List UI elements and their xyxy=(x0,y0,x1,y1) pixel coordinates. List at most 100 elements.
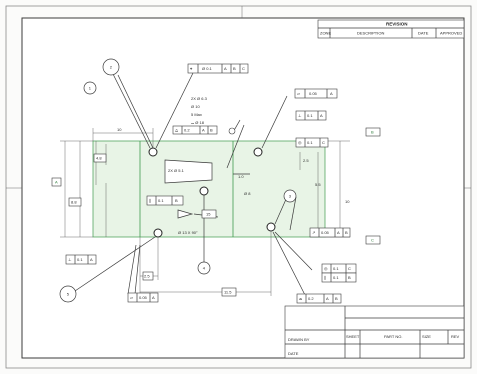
svg-text:0.2: 0.2 xyxy=(308,296,314,301)
svg-text:2: 2 xyxy=(110,65,113,70)
dim-side: 15 xyxy=(206,212,211,217)
svg-text:5: 5 xyxy=(67,292,70,297)
dimension-values: 10 4.8 8.8 1.0 2.5 5.5 10 2.5 11.5 15 xyxy=(68,127,350,297)
dimension-lines xyxy=(60,128,350,296)
svg-text:↗: ↗ xyxy=(312,230,315,235)
svg-text:C: C xyxy=(371,238,374,243)
leader-lines xyxy=(71,71,313,296)
fcf-flatness: ⏥ 0.05 A xyxy=(294,88,338,99)
svg-text:0.05: 0.05 xyxy=(321,230,330,235)
svg-text:0.05: 0.05 xyxy=(139,295,148,300)
svg-text:A: A xyxy=(224,66,227,71)
dim-bottom-2: 11.5 xyxy=(224,290,232,295)
dim-right-3: 10 xyxy=(345,199,350,204)
fcf-left-bottom: ⊥ 0.1 A xyxy=(65,254,97,265)
note-hole-4: ⌴ Ø 18 xyxy=(191,120,205,125)
dim-left-1: 4.8 xyxy=(96,156,102,161)
svg-text:C: C xyxy=(348,266,351,271)
dim-top: 10 xyxy=(117,127,122,132)
svg-text:4: 4 xyxy=(203,266,206,271)
svg-text:B: B xyxy=(175,198,178,203)
svg-text:A: A xyxy=(202,128,205,133)
svg-text:B: B xyxy=(233,66,236,71)
svg-text:◎: ◎ xyxy=(298,140,302,145)
revision-block: REVISION ZONE DESCRIPTION DATE APPROVED xyxy=(317,19,465,39)
balloon-4: 4 xyxy=(197,261,211,275)
svg-text:A: A xyxy=(326,296,329,301)
svg-text:0.1: 0.1 xyxy=(307,113,313,118)
hole-center xyxy=(199,186,209,196)
svg-text:C: C xyxy=(322,140,325,145)
svg-text:0.2: 0.2 xyxy=(184,128,190,133)
svg-text:∥: ∥ xyxy=(149,198,151,203)
balloon-2: 2 xyxy=(102,58,120,76)
title-sheet-label: SHEET xyxy=(346,334,360,339)
svg-text:B: B xyxy=(371,130,374,135)
svg-text:B: B xyxy=(335,296,338,301)
svg-text:∥: ∥ xyxy=(324,275,326,280)
svg-text:⌓: ⌓ xyxy=(299,296,303,301)
dim-right-2: 5.5 xyxy=(315,182,321,187)
svg-text:⊥: ⊥ xyxy=(298,113,302,118)
svg-text:A: A xyxy=(330,91,333,96)
fcf-concentricity: ◎ 0.1 C xyxy=(295,137,329,148)
hole-top-left xyxy=(148,147,158,157)
hole-bottom-left xyxy=(153,228,163,238)
note-depth: Ø 8 xyxy=(244,191,251,196)
title-block: DRAWN BY SHEET PART NO. SIZE REV DATE xyxy=(284,305,465,359)
svg-text:A: A xyxy=(337,230,340,235)
svg-text:3: 3 xyxy=(289,194,292,199)
datum-a: A xyxy=(51,177,62,187)
part-outline xyxy=(92,140,326,238)
balloon-1: 1 xyxy=(83,81,97,95)
svg-text:⌖: ⌖ xyxy=(190,66,193,71)
svg-text:⏥: ⏥ xyxy=(130,295,134,300)
fcf-runout: ↗ 0.05 A B xyxy=(309,227,351,238)
title-part-label: PART NO. xyxy=(384,334,402,339)
svg-text:Ø 0.1: Ø 0.1 xyxy=(202,66,213,71)
svg-text:A: A xyxy=(152,295,155,300)
fcf-perpendicularity: ⊥ 0.1 A xyxy=(295,110,327,121)
title-drawn-label: DRAWN BY xyxy=(288,337,310,342)
svg-text:B: B xyxy=(210,128,213,133)
balloon-3: 3 xyxy=(283,189,297,203)
balloon-5: 5 xyxy=(59,285,77,303)
svg-text:A: A xyxy=(55,180,58,185)
datum-target-top xyxy=(228,127,236,135)
note-hole-2: Ø 10 xyxy=(191,104,200,109)
title-date-label: DATE xyxy=(288,351,299,356)
revision-header-description: DESCRIPTION xyxy=(357,31,384,36)
fcf-position: ⌖ Ø 0.1 A B C xyxy=(187,63,249,74)
svg-text:0.1: 0.1 xyxy=(77,257,83,262)
fcf-bottom-center: ⏥ 0.05 A xyxy=(127,292,159,303)
dim-right-1: 2.5 xyxy=(303,158,309,163)
revision-title: REVISION xyxy=(386,22,408,27)
title-size-label: SIZE xyxy=(422,334,431,339)
hole-callout-notes: 2X Ø 6.3 Ø 10 5 Max ⌴ Ø 18 Ø 13 X 90° Ø … xyxy=(168,96,251,235)
svg-text:A: A xyxy=(90,257,93,262)
revision-header-approved: APPROVED xyxy=(440,31,462,36)
fcf-top-small: ⌓ 0.2 A B xyxy=(172,125,218,135)
note-hole-1: 2X Ø 6.3 xyxy=(191,96,208,101)
dim-left-2: 8.8 xyxy=(71,200,77,205)
revision-header-zone: ZONE xyxy=(320,31,331,36)
note-thread: Ø 13 X 90° xyxy=(178,230,198,235)
notch-feature xyxy=(177,209,194,219)
svg-text:B: B xyxy=(345,230,348,235)
svg-text:0.1: 0.1 xyxy=(307,140,313,145)
sheet-border-outer xyxy=(5,5,472,369)
svg-text:◎: ◎ xyxy=(324,266,328,271)
fcf-right-stack: ◎ 0.1 C ∥ 0.1 B xyxy=(321,263,357,283)
svg-text:1: 1 xyxy=(89,86,92,91)
svg-text:A: A xyxy=(320,113,323,118)
svg-text:⌓: ⌓ xyxy=(175,128,179,133)
svg-text:⊥: ⊥ xyxy=(68,257,72,262)
fcf-parallelism: ∥ 0.1 B xyxy=(146,195,184,206)
hole-top-right xyxy=(253,147,263,157)
dim-center: 1.0 xyxy=(238,174,244,179)
holes xyxy=(148,147,276,238)
title-rev-label: REV xyxy=(451,334,460,339)
svg-text:0.1: 0.1 xyxy=(333,275,339,280)
